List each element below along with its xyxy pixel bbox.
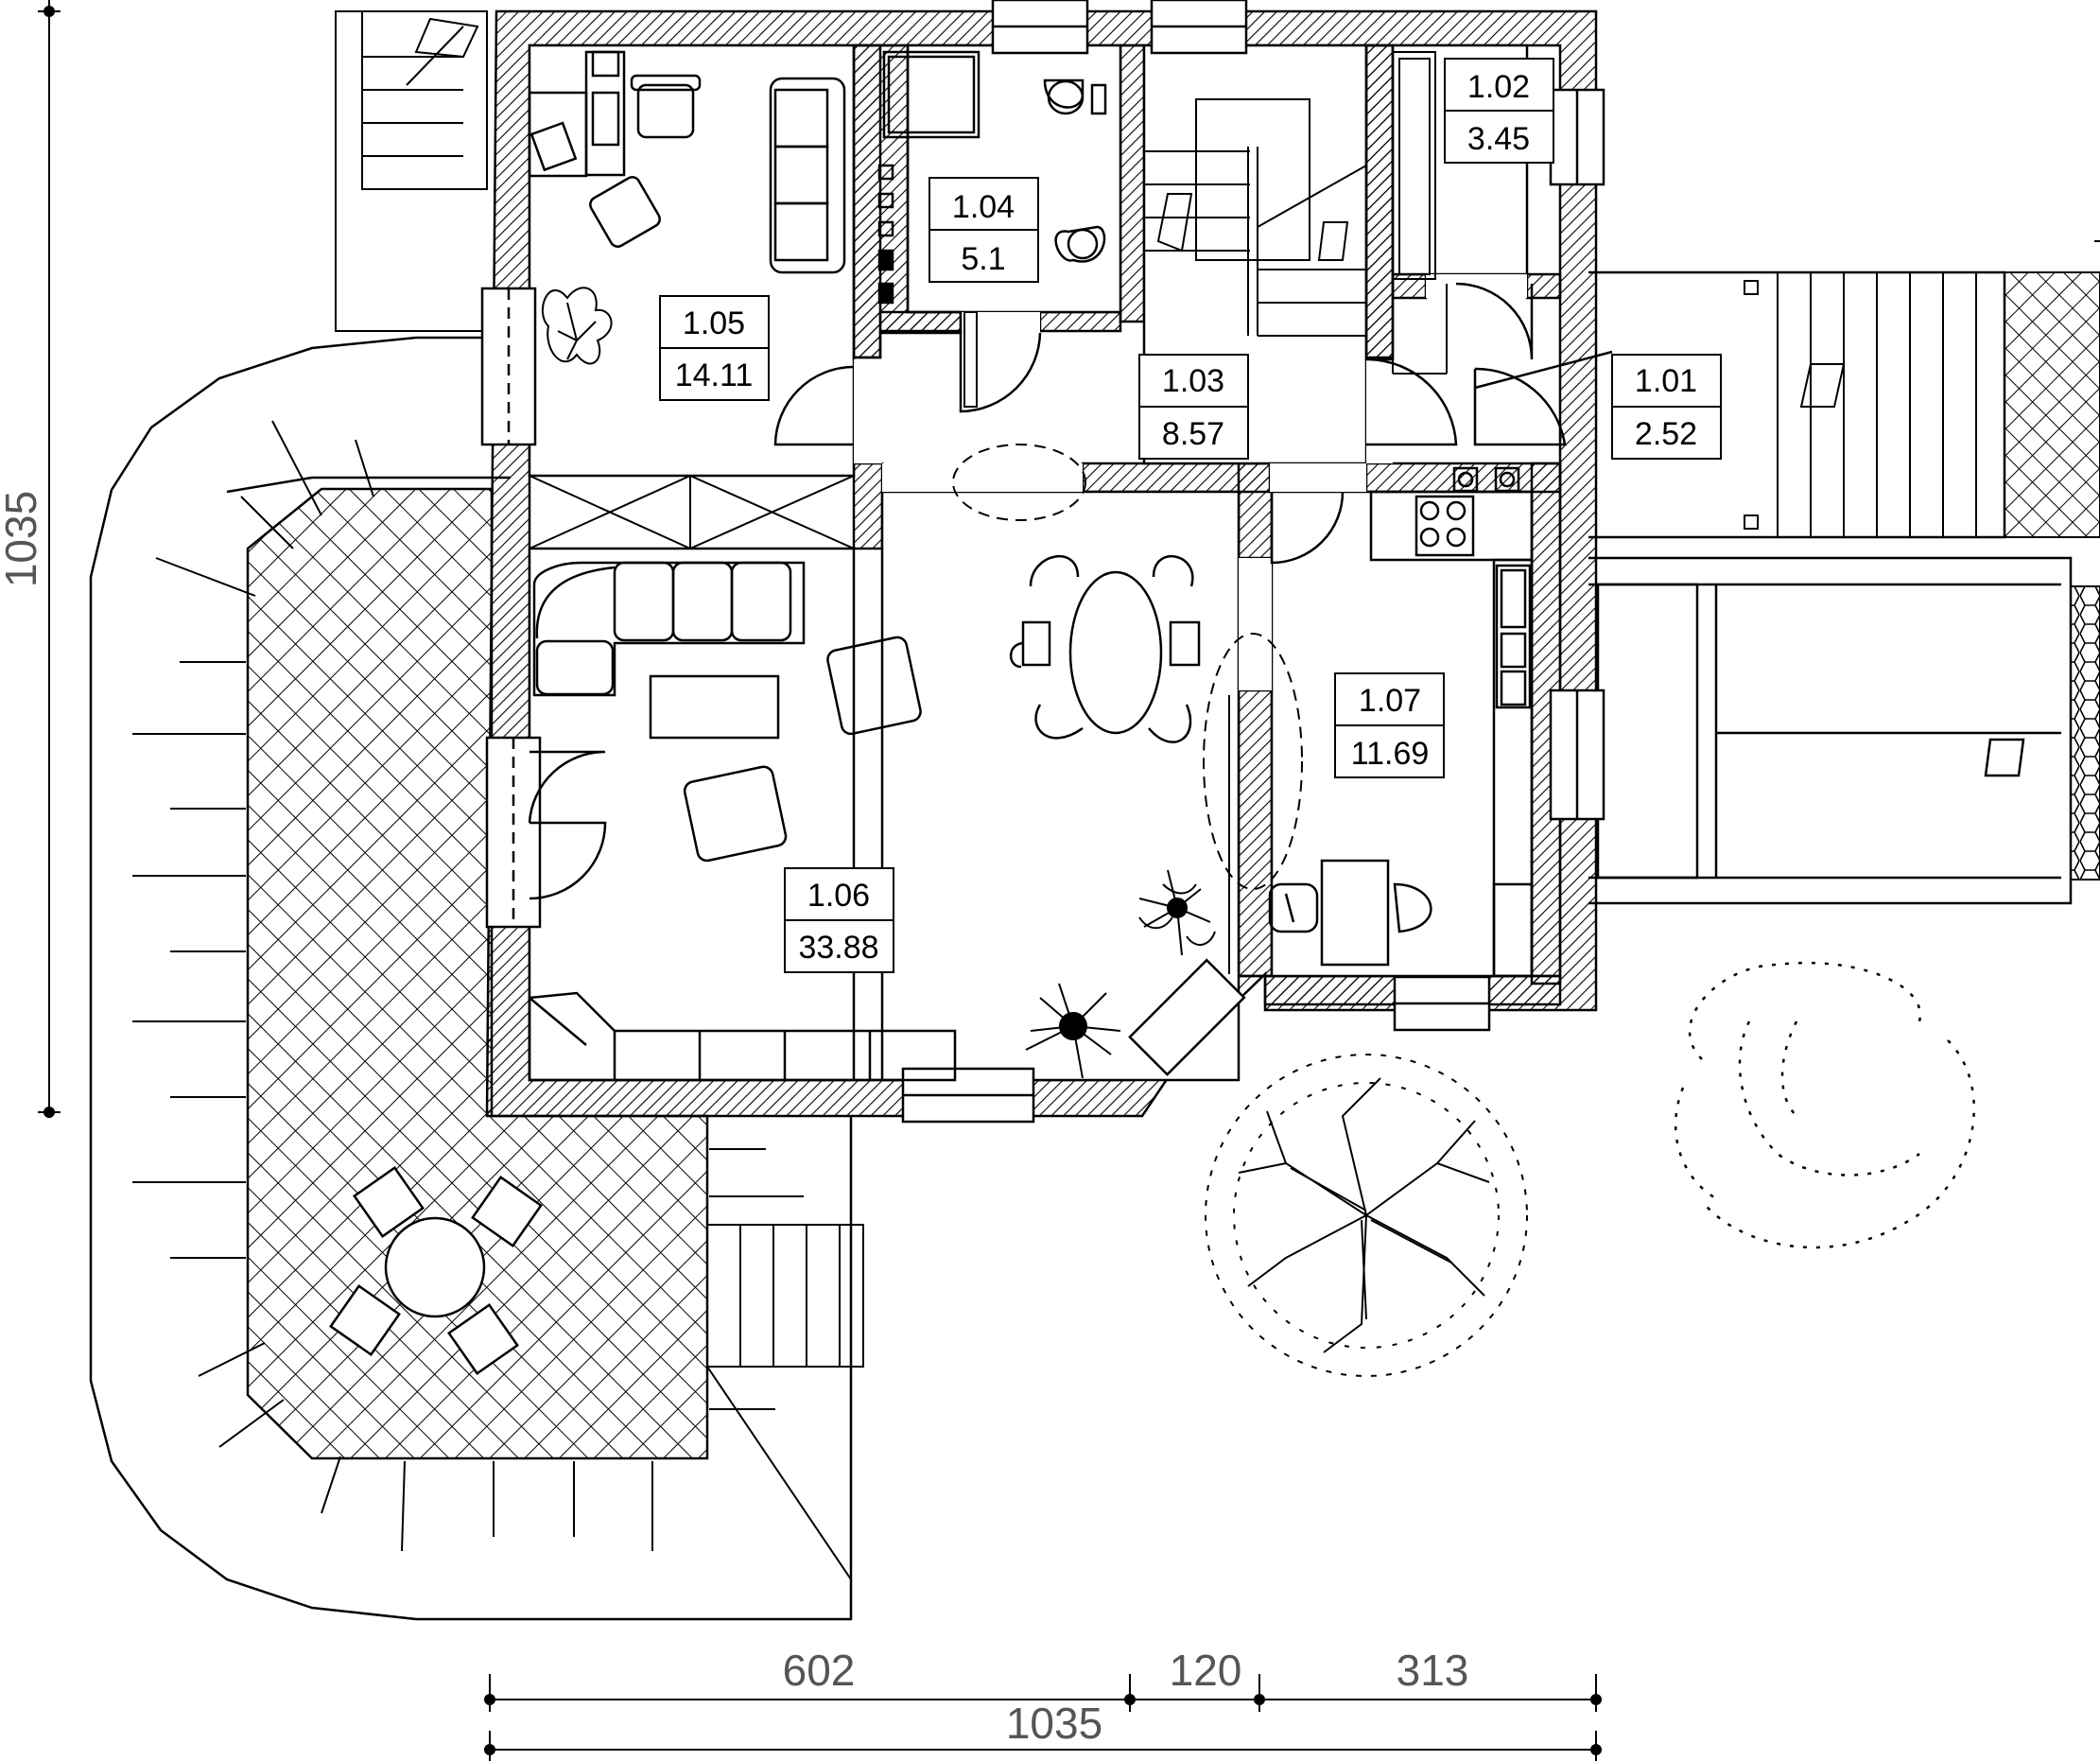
- room-105-furniture: [528, 50, 846, 274]
- room-number: 1.07: [1359, 683, 1421, 719]
- room-area: 14.11: [675, 357, 754, 393]
- stove: [1414, 495, 1475, 557]
- dimension-label-313: 313: [1397, 1646, 1469, 1695]
- armchair-1: [826, 636, 922, 736]
- kitchen-table: [1320, 859, 1390, 967]
- dimension-label-vertical: 1035: [0, 491, 45, 587]
- paving-strip: [2070, 585, 2100, 880]
- room-label-102: 1.02 3.45: [1444, 58, 1554, 164]
- coffee-table: [649, 674, 780, 740]
- south-stairs: [706, 1224, 864, 1580]
- room-area: 5.1: [961, 241, 1005, 277]
- armchair-2: [683, 765, 788, 863]
- doors: [528, 282, 1613, 900]
- room-label-104: 1.04 5.1: [929, 177, 1039, 283]
- dimension-horizontal: 602 120 313 1035: [484, 1646, 1602, 1761]
- armchair-small: [529, 121, 578, 172]
- tree-icon: [1205, 1054, 1528, 1377]
- terrace-table-set: [329, 1166, 543, 1375]
- terrace: [89, 336, 853, 1621]
- plant-icon-3: [1025, 983, 1121, 1079]
- stair-wall: [1364, 44, 1395, 361]
- room-area: 33.88: [798, 930, 878, 966]
- washbasin: [1054, 225, 1106, 263]
- room-104-fixtures: [877, 50, 1107, 305]
- room-label-103: 1.03 8.57: [1138, 354, 1249, 460]
- dimension-label-602: 602: [783, 1646, 856, 1695]
- room-area: 2.52: [1635, 416, 1697, 452]
- plant-icon-2: [1138, 869, 1216, 956]
- armchair: [589, 176, 661, 248]
- room-number: 1.03: [1162, 363, 1224, 399]
- kitchen-counter-top: [1369, 490, 1534, 562]
- room-area: 11.69: [1351, 736, 1430, 772]
- hedge: [2004, 271, 2100, 538]
- room-number: 1.02: [1467, 69, 1530, 105]
- corner-sofa: [532, 561, 806, 697]
- wardrobe: [529, 475, 855, 549]
- room-number: 1.04: [952, 189, 1015, 225]
- round-table: [384, 1216, 486, 1318]
- room-label-106: 1.06 33.88: [784, 867, 894, 973]
- room-labels: 1.01 2.52 1.02 3.45 1.03 8.57 1.04 5.1 1…: [659, 58, 1722, 973]
- room-label-107: 1.07 11.69: [1334, 672, 1445, 778]
- room-number: 1.05: [683, 305, 745, 341]
- tree-icon-2: [1675, 961, 1976, 1249]
- openings: [854, 274, 1527, 690]
- terrace-step-lines: [132, 420, 804, 1552]
- windows: [480, 0, 1605, 1124]
- office-chair: [636, 83, 695, 139]
- arches: [952, 444, 1303, 890]
- room-number: 1.06: [807, 878, 870, 914]
- room-area: 8.57: [1162, 416, 1224, 452]
- room-106-furniture: [528, 554, 1201, 1082]
- dining-chair: [1268, 882, 1319, 933]
- dimension-label-total: 1035: [1006, 1699, 1102, 1748]
- room-label-101: 1.01 2.52: [1611, 354, 1722, 460]
- dimension-label-120: 120: [1170, 1646, 1242, 1695]
- hall-stairs: [1144, 98, 1367, 337]
- room-label-105: 1.05 14.11: [659, 295, 770, 401]
- door-jambs: [963, 284, 1448, 974]
- built-in-bench: [528, 991, 957, 1082]
- room-number: 1.01: [1635, 363, 1697, 399]
- east-porch-stairs: [1744, 271, 2005, 538]
- plant-icon: [541, 287, 613, 365]
- window-sw: [1128, 958, 1246, 1076]
- dimension-vertical: 1035: [0, 0, 61, 1118]
- dining-table: [1068, 570, 1163, 735]
- room-area: 3.45: [1467, 121, 1530, 157]
- sink: [1495, 564, 1532, 709]
- northwest-stairs: [335, 10, 496, 332]
- room-107-fixtures: [1268, 466, 1534, 978]
- room-102-fixtures: [1392, 51, 1436, 280]
- shower: [882, 50, 981, 139]
- sofa: [769, 77, 846, 274]
